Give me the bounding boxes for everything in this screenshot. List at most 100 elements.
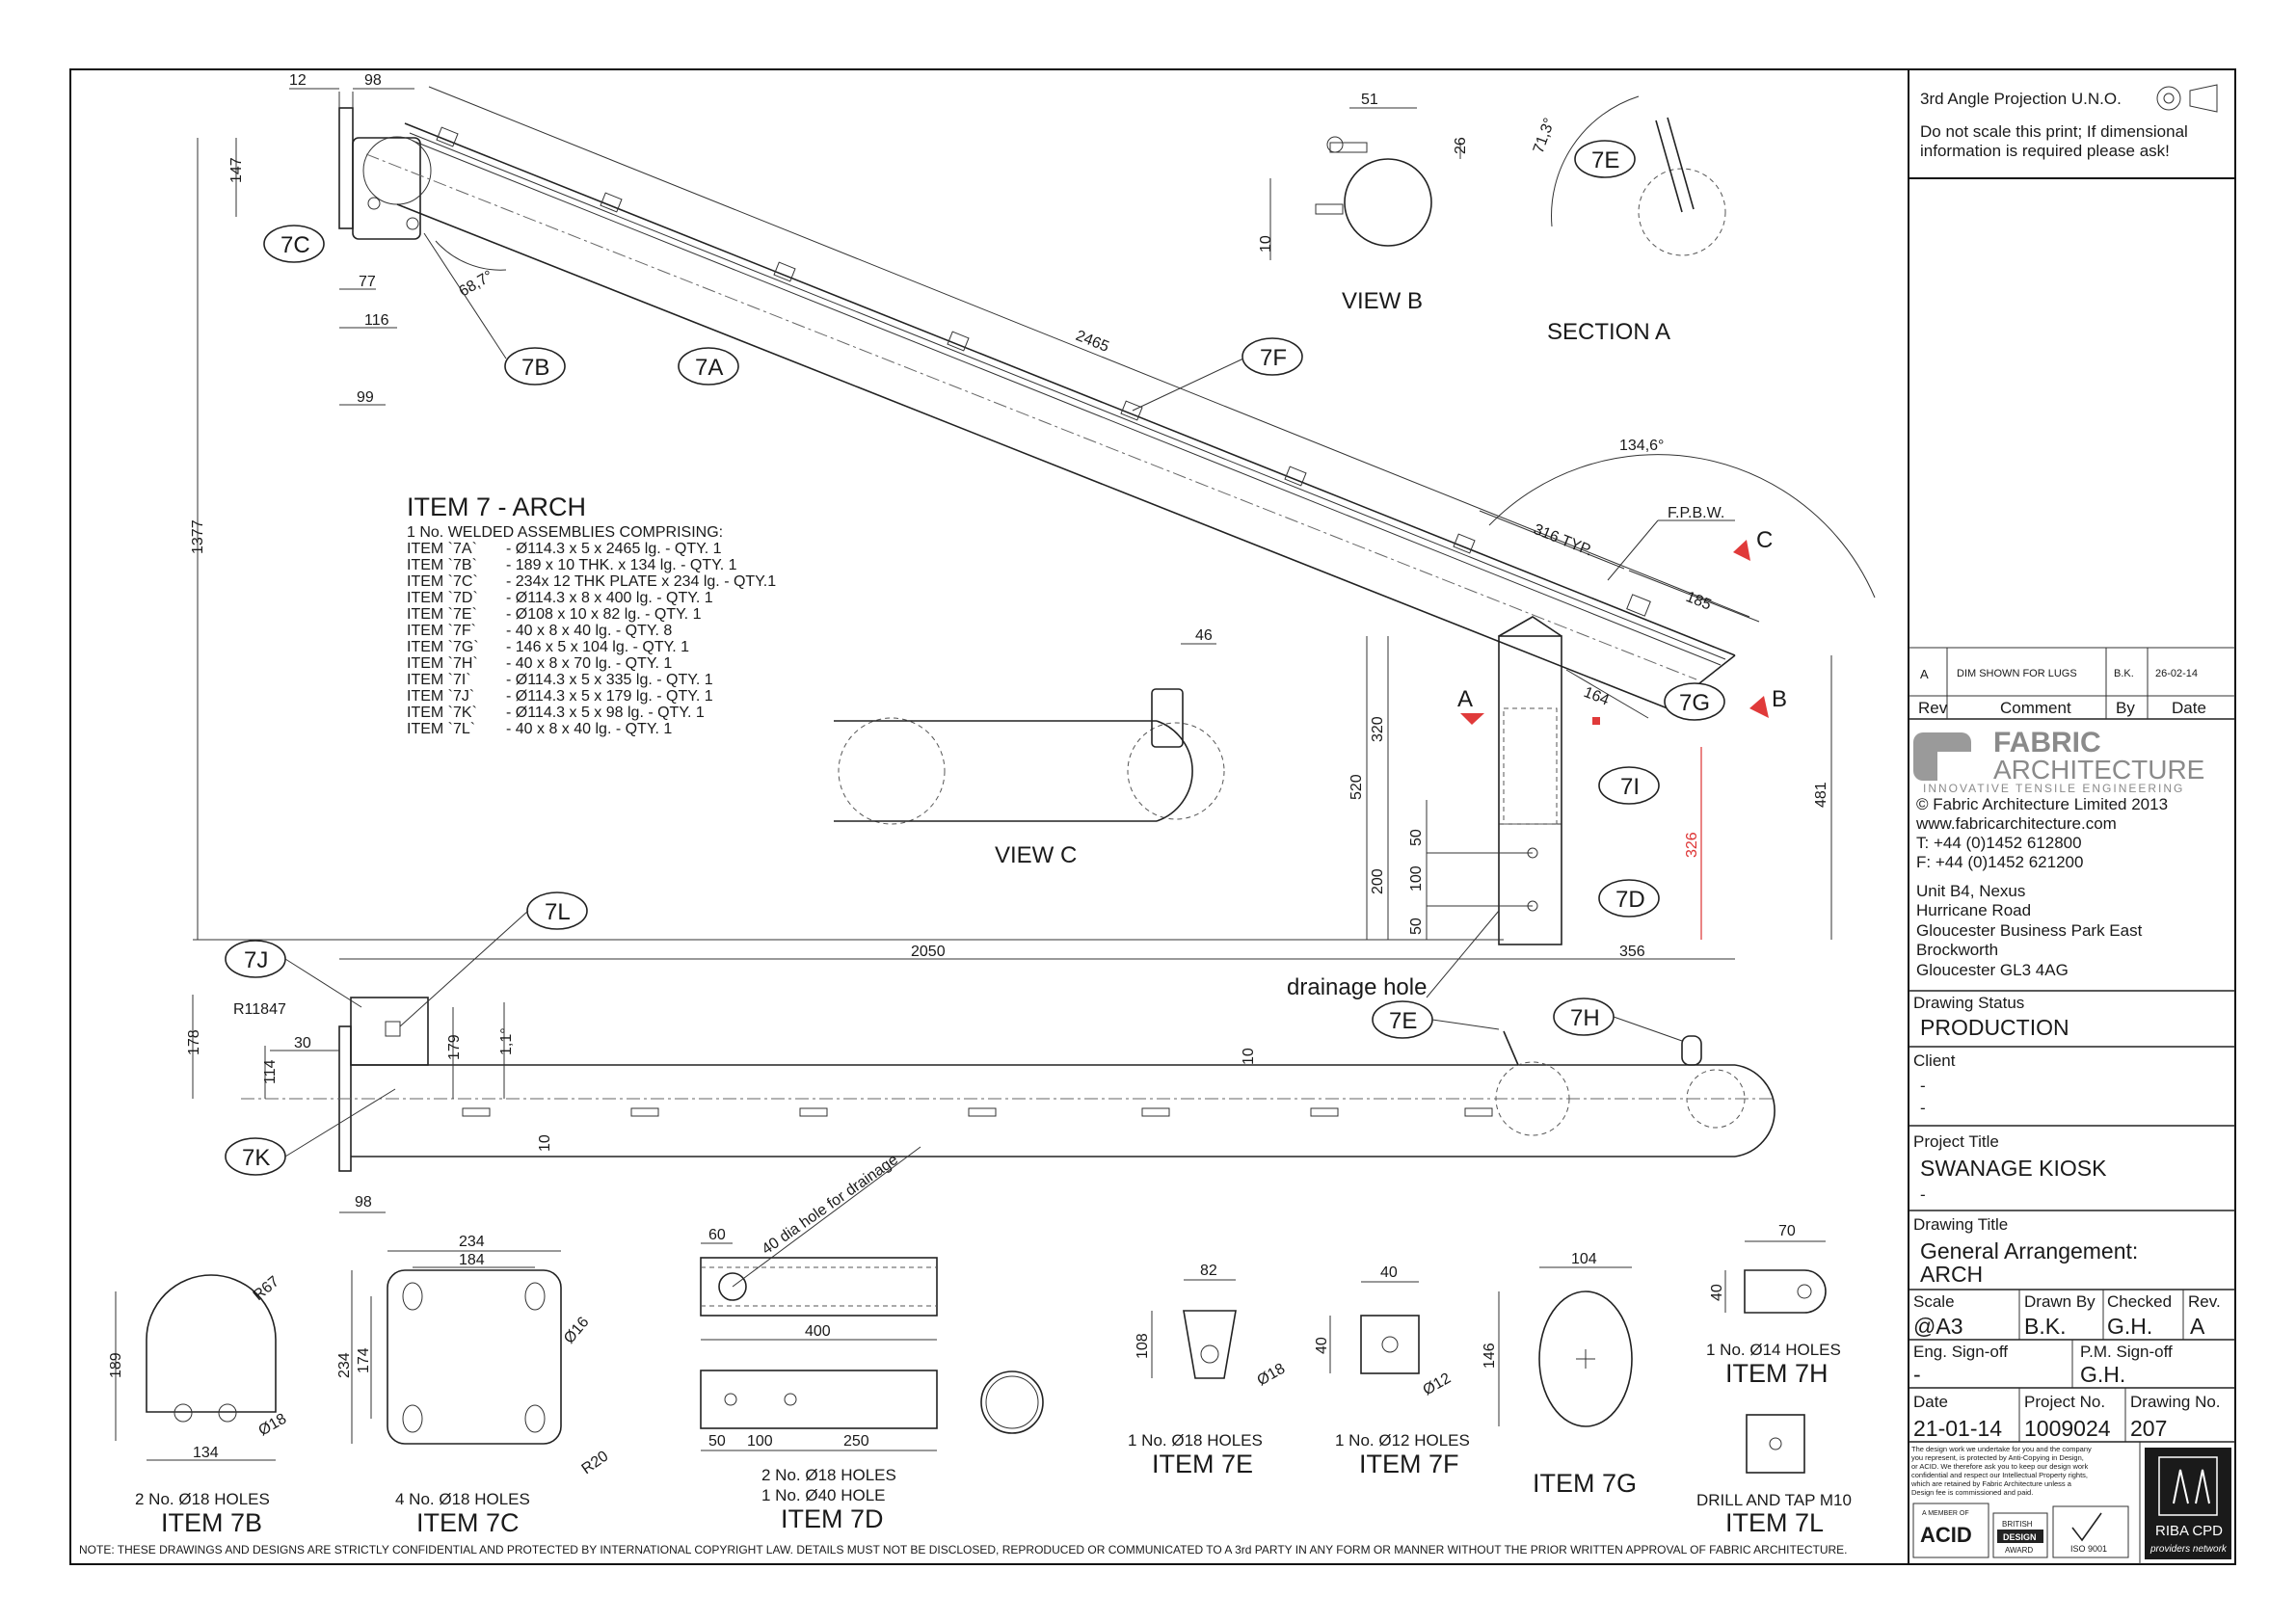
leader-7b <box>423 232 507 359</box>
acid-logo: ACID <box>1920 1523 1972 1547</box>
callout-7d <box>1598 879 1660 918</box>
rev-comment: DIM SHOWN FOR LUGS <box>1957 668 2077 679</box>
angle-68-7: 68,7° <box>457 268 496 300</box>
dim-116: 116 <box>364 312 389 329</box>
part-7g-name: ITEM 7G <box>1533 1469 1637 1498</box>
lug-7f <box>1120 400 1143 421</box>
lug-7e-top <box>1626 594 1651 617</box>
dim-114: 114 <box>262 1059 279 1084</box>
dim-10-plan-a: 10 <box>1241 1048 1257 1065</box>
drawing-title-label: Drawing Title <box>1913 1215 2008 1234</box>
item-7g-desc: - 146 x 5 x 104 lg. - QTY. 1 <box>506 639 689 655</box>
section-b-marker: B <box>1772 686 1787 712</box>
projection-note: 3rd Angle Projection U.N.O. <box>1920 90 2122 108</box>
part-7h-holes: 1 No. Ø14 HOLES <box>1706 1341 1841 1359</box>
section-a-arrow <box>1460 713 1484 725</box>
dim-12: 12 <box>289 72 307 89</box>
callout-7b <box>504 347 566 386</box>
drawing-no-label: Drawing No. <box>2130 1393 2221 1411</box>
drawn-by-value: B.K. <box>2024 1314 2066 1339</box>
dim-356: 356 <box>1619 944 1645 960</box>
part-7b-dim-189: 189 <box>108 1352 124 1378</box>
pm-signoff-value: G.H. <box>2080 1362 2125 1387</box>
view-c-tube <box>838 717 946 825</box>
item-callouts: 7C 7B 7A 7F 7E 7G 7I 7D 7L 7J 7K 7E 7H <box>225 140 1725 1176</box>
riba-figures-icon <box>2173 1469 2210 1504</box>
rev-date: 26-02-14 <box>2155 668 2198 679</box>
part-7e-name: ITEM 7E <box>1152 1450 1253 1478</box>
drawing-title-2: ARCH <box>1920 1262 1983 1287</box>
company-address-3: Gloucester Business Park East <box>1916 921 2143 940</box>
drawing-status: PRODUCTION <box>1920 1015 2069 1040</box>
company-tel: T: +44 (0)1452 612800 <box>1916 834 2082 852</box>
part-7g-dim-104: 104 <box>1571 1251 1597 1267</box>
part-7l-name: ITEM 7L <box>1725 1508 1824 1537</box>
dim-line-185 <box>1628 570 1760 623</box>
part-7h-dim-40: 40 <box>1709 1284 1725 1301</box>
part-7b-hole <box>174 1403 193 1423</box>
arch-tube-top <box>404 122 1736 656</box>
logo-tagline: INNOVATIVE TENSILE ENGINEERING <box>1923 782 2184 795</box>
dim-179: 179 <box>446 1034 463 1060</box>
angle-71-3: 71,3° <box>1531 116 1559 155</box>
item-7k-desc: - Ø114.3 x 5 x 98 lg. - QTY. 1 <box>506 705 705 721</box>
dim-100: 100 <box>1408 865 1425 891</box>
plate-hole <box>367 197 381 210</box>
callout-7i-label: 7I <box>1620 774 1640 800</box>
project-title-label: Project Title <box>1913 1132 1999 1151</box>
dim-2050: 2050 <box>911 944 946 960</box>
callout-7h-label: 7H <box>1570 1005 1600 1031</box>
fpbw-leader <box>1607 519 1659 581</box>
item-7k-code: ITEM `7K` <box>407 705 477 721</box>
item-7d-code: ITEM `7D` <box>407 590 478 606</box>
part-7l-hole <box>1769 1437 1782 1450</box>
item-7e-code: ITEM `7E` <box>407 606 477 623</box>
dim-46: 46 <box>1195 627 1213 644</box>
part-7f: 40 40 Ø12 1 No. Ø12 HOLES ITEM 7F <box>1314 1264 1470 1478</box>
part-7h-hole <box>1797 1284 1812 1299</box>
item-list: ITEM 7 - ARCH 1 No. WELDED ASSEMBLIES CO… <box>407 492 776 737</box>
dim-520: 520 <box>1348 774 1365 800</box>
part-7b-hole <box>218 1403 237 1423</box>
part-7g-dim-146: 146 <box>1482 1343 1498 1369</box>
client-value-2: - <box>1920 1099 1926 1117</box>
legal-line-6: Design fee is commissioned and paid. <box>1911 1488 2033 1497</box>
part-7e-hole-dia: Ø18 <box>1255 1361 1289 1390</box>
view-b-lug <box>1315 203 1344 215</box>
item-7a-desc: - Ø114.3 x 5 x 2465 lg. - QTY. 1 <box>506 541 722 557</box>
checked-label: Checked <box>2107 1292 2172 1311</box>
r11847: R11847 <box>233 1001 286 1018</box>
projection-symbol-inner <box>2163 93 2175 104</box>
plan-tube-end <box>1734 1064 1775 1157</box>
item-7l-code: ITEM `7L` <box>407 721 475 737</box>
part-7c-dim-234: 234 <box>459 1234 485 1250</box>
bsi-badge <box>1992 1512 2048 1558</box>
dim-185: 185 <box>1684 589 1714 614</box>
part-7h-dim-70: 70 <box>1778 1223 1796 1239</box>
view-c-lug <box>1151 688 1184 748</box>
dim-98-plan: 98 <box>355 1194 372 1211</box>
legal-line-3: or ACID. We therefore ask you to keep ou… <box>1911 1462 2089 1471</box>
projection-symbol-icon <box>2156 86 2181 111</box>
item-list-title: ITEM 7 - ARCH <box>407 492 586 521</box>
company-website[interactable]: www.fabricarchitecture.com <box>1915 814 2117 833</box>
part-7b-r67: R67 <box>251 1273 282 1304</box>
item-7g-code: ITEM `7G` <box>407 639 479 655</box>
callout-7c <box>263 225 325 263</box>
part-7c-hole <box>402 1282 423 1311</box>
part-7f-hole <box>1381 1336 1399 1353</box>
part-7g-outline <box>1538 1290 1633 1427</box>
leader-7k <box>284 1088 396 1157</box>
part-7b: 189 R67 Ø18 134 2 No. Ø18 HOLES ITEM 7B <box>108 1273 289 1537</box>
part-7d-hole <box>724 1393 737 1406</box>
plan-post <box>1495 1061 1570 1136</box>
part-7e-dim-108: 108 <box>1135 1333 1151 1359</box>
view-c-marker: C <box>1756 527 1773 553</box>
part-7c-r20: R20 <box>579 1448 612 1477</box>
scale-note-2: information is required please ask! <box>1920 142 2170 160</box>
plan-base-7j <box>350 997 429 1066</box>
date-label: Date <box>1913 1393 1948 1411</box>
part-7b-name: ITEM 7B <box>161 1508 262 1537</box>
part-7l: DRILL AND TAP M10 ITEM 7L <box>1696 1414 1852 1537</box>
logo-architecture: ARCHITECTURE <box>1993 755 2204 785</box>
